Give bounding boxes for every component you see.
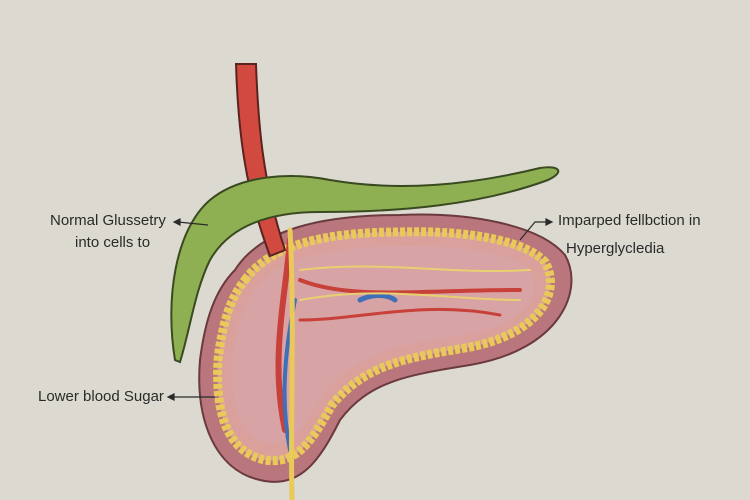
label-line: Imparped fellbction in xyxy=(558,212,701,229)
vessel-red xyxy=(275,237,293,433)
label-line: Normal Glussetry xyxy=(50,212,166,229)
vessel-blue xyxy=(357,293,398,303)
label-imparped-function: Imparped fellbction in Hyperglycledia xyxy=(558,210,701,260)
vessel-red xyxy=(298,307,502,322)
label-lower-blood-sugar: Lower blood Sugar xyxy=(38,388,164,405)
label-line: into cells to xyxy=(75,234,151,251)
label-normal-glussetry: Normal Glussetry into cells to xyxy=(50,210,166,254)
organ-inner xyxy=(231,245,535,444)
nerve-yellow xyxy=(299,292,521,301)
vessel-red xyxy=(298,278,522,295)
duct-yellow xyxy=(287,227,295,500)
nerve-yellow xyxy=(299,265,531,273)
label-line: Hyperglycledia xyxy=(566,240,665,257)
gallbladder xyxy=(170,166,560,364)
